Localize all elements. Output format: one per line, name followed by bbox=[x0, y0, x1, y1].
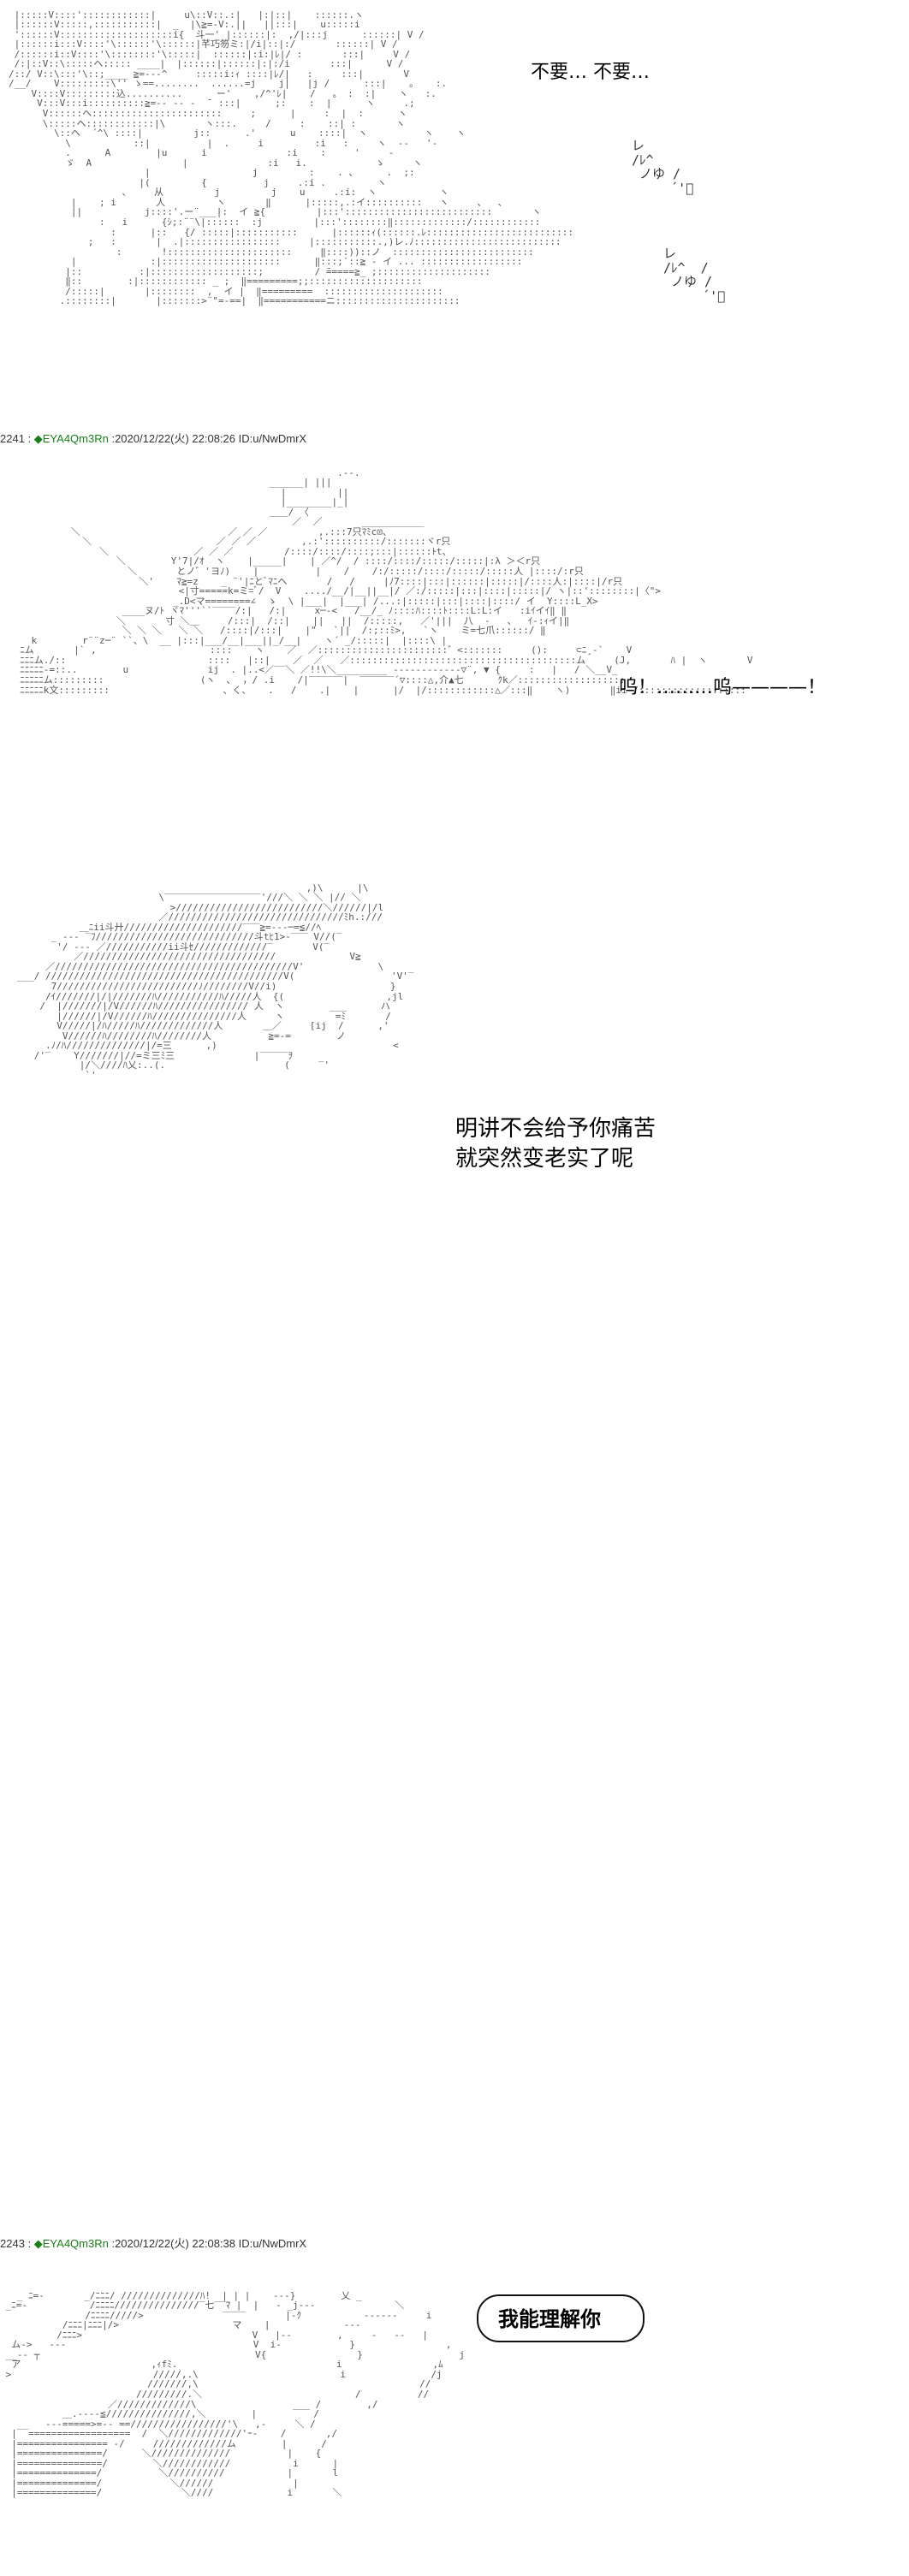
panel-1: |:::::V::::'::::::::::::| u\::V::.:| |:|… bbox=[0, 0, 909, 389]
tripcode[interactable]: EYA4Qm3Rn bbox=[42, 432, 109, 445]
sfx-moan-1: レ /ﾚ^ ノゆ / ´'ﾞ bbox=[632, 138, 694, 196]
ascii-art-figure-4: _ ﾆ=- _/ﾆﾆﾆ/ //////////////ﾊ! | | | ‐‐‐}… bbox=[5, 2289, 466, 2499]
dialogue-line-1: 明讲不会给予你痛苦 bbox=[455, 1116, 656, 1142]
sfx-moan-2: レ /ﾚ^ / ノゆ / ´'ﾞ bbox=[663, 246, 726, 304]
tripcode[interactable]: EYA4Qm3Rn bbox=[42, 2237, 109, 2250]
panel-3: ,)\ |\ \‾‾‾‾‾‾‾‾‾‾‾‾‾‾‾‾‾'///＼ ＼ ＼ |// ＼… bbox=[0, 864, 909, 2497]
dialogue-text: 明讲不会给予你痛苦 就突然变老实了呢 bbox=[455, 1114, 656, 1174]
ascii-art-figure-1: |:::::V::::'::::::::::::| u\::V::.:| |:|… bbox=[9, 9, 574, 307]
post-header-2241: 2241 : ◆EYA4Qm3Rn :2020/12/22(火) 22:08:2… bbox=[0, 432, 307, 445]
post-user-id: ID:u/NwDmrX bbox=[238, 2237, 307, 2250]
dialogue-line-2: 就突然变老实了呢 bbox=[455, 1146, 634, 1172]
panel-4: _ ﾆ=- _/ﾆﾆﾆ/ //////////////ﾊ! | | | ‐‐‐}… bbox=[0, 2255, 909, 2576]
ascii-art-figure-2: .--. ______| ||| | || |________|_| bbox=[20, 466, 753, 696]
panel-2: .--. ______| ||| | || |________|_| bbox=[0, 449, 909, 826]
post-user-id: ID:u/NwDmrX bbox=[238, 432, 307, 445]
bubble-text: 我能理解你 bbox=[498, 2307, 601, 2331]
post-header-2243: 2243 : ◆EYA4Qm3Rn :2020/12/22(火) 22:08:3… bbox=[0, 2237, 307, 2250]
dialogue-text: 不要… 不要… bbox=[531, 62, 650, 83]
post-number: 2241 bbox=[0, 432, 25, 445]
post-number: 2243 bbox=[0, 2237, 25, 2250]
trip-diamond-icon: ◆ bbox=[33, 2237, 43, 2250]
post-timestamp: :2020/12/22(火) 22:08:38 bbox=[111, 2237, 236, 2250]
post-timestamp: :2020/12/22(火) 22:08:26 bbox=[111, 432, 236, 445]
ascii-art-figure-3: ,)\ |\ \‾‾‾‾‾‾‾‾‾‾‾‾‾‾‾‾‾'///＼ ＼ ＼ |// ＼… bbox=[0, 873, 656, 1172]
trip-diamond-icon: ◆ bbox=[33, 432, 43, 445]
dialogue-text: 呜！………呜————！ bbox=[619, 677, 827, 698]
